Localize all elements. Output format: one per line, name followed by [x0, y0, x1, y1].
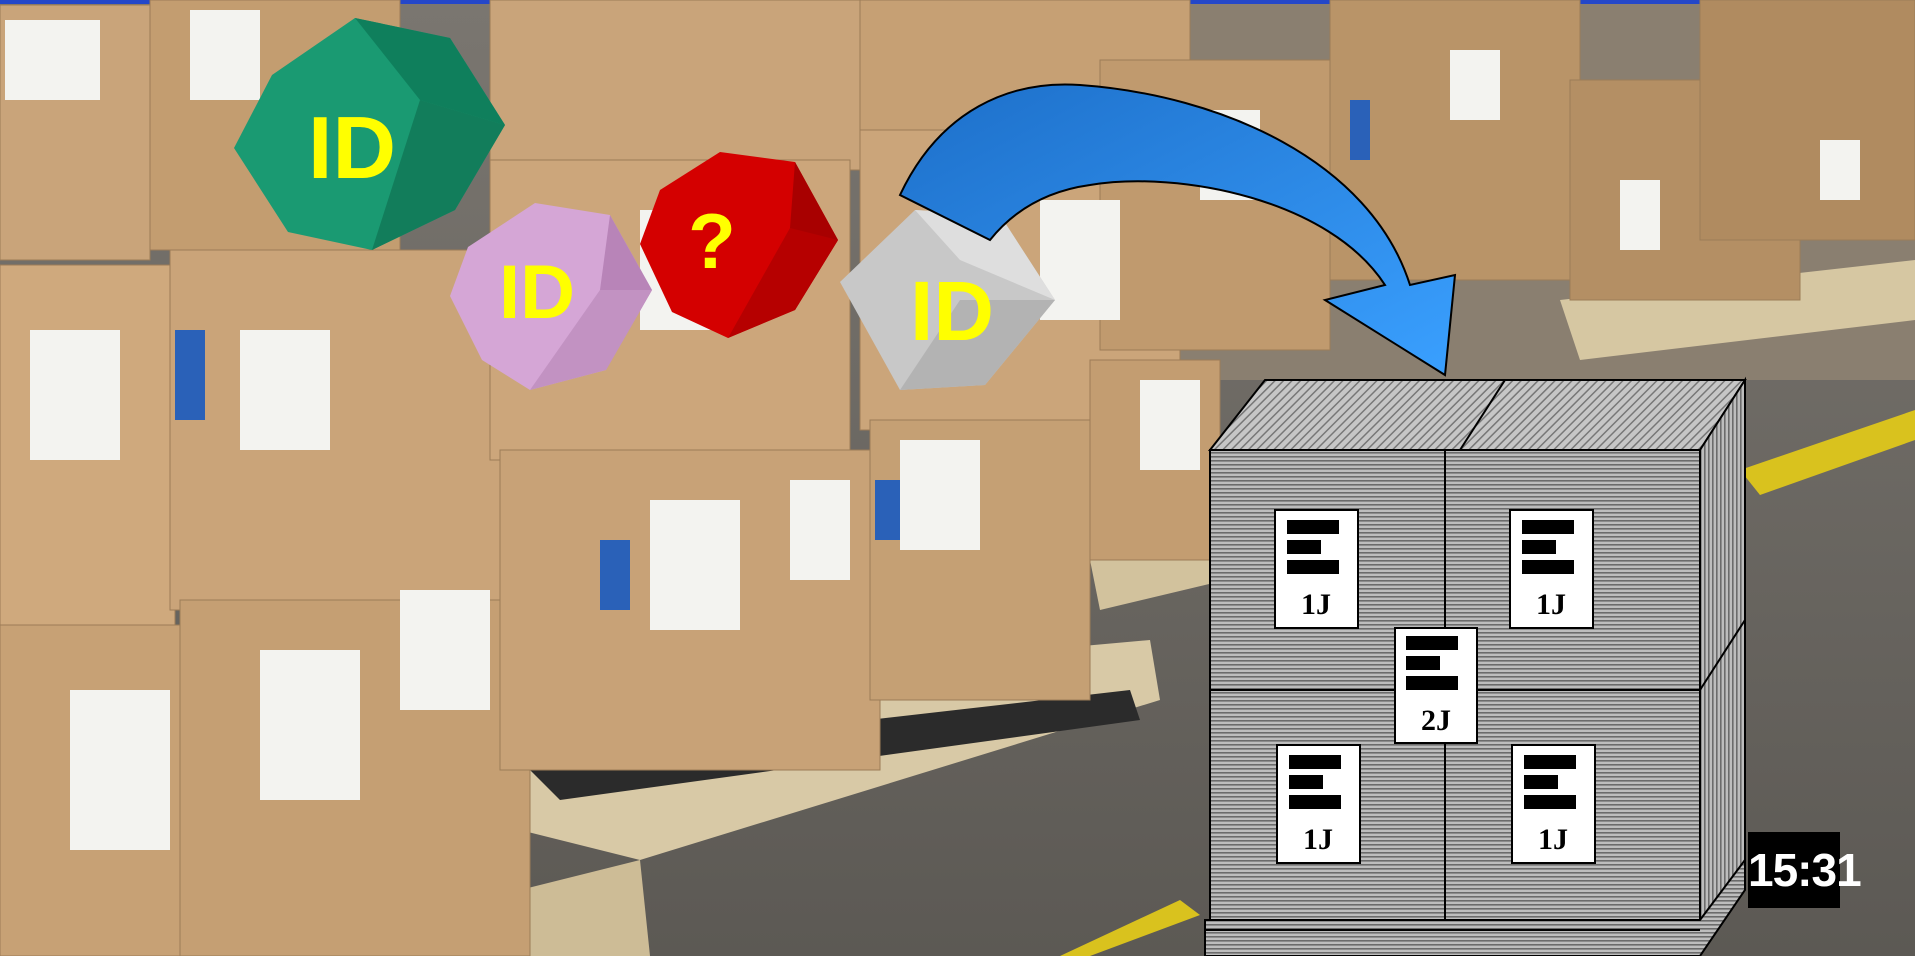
pallet-label-center: 2J [1395, 628, 1477, 743]
video-timestamp: 15:31 [1748, 832, 1840, 908]
id-label: ID [499, 250, 575, 335]
question-label: ? [688, 197, 736, 285]
box-label-text: 1J [1301, 588, 1331, 621]
box-label-top-right: 1J [1510, 510, 1593, 628]
box-label-bottom-right: 1J [1512, 745, 1595, 863]
box-label-text: 1J [1303, 823, 1333, 856]
box-label-text: 1J [1538, 823, 1568, 856]
id-label: ID [308, 98, 396, 197]
box-label-bottom-left: 1J [1277, 745, 1360, 863]
id-label: ID [910, 264, 994, 358]
box-label-top-left: 1J [1275, 510, 1358, 628]
box-label-text: 1J [1536, 588, 1566, 621]
pallet-label-text: 2J [1421, 704, 1451, 737]
